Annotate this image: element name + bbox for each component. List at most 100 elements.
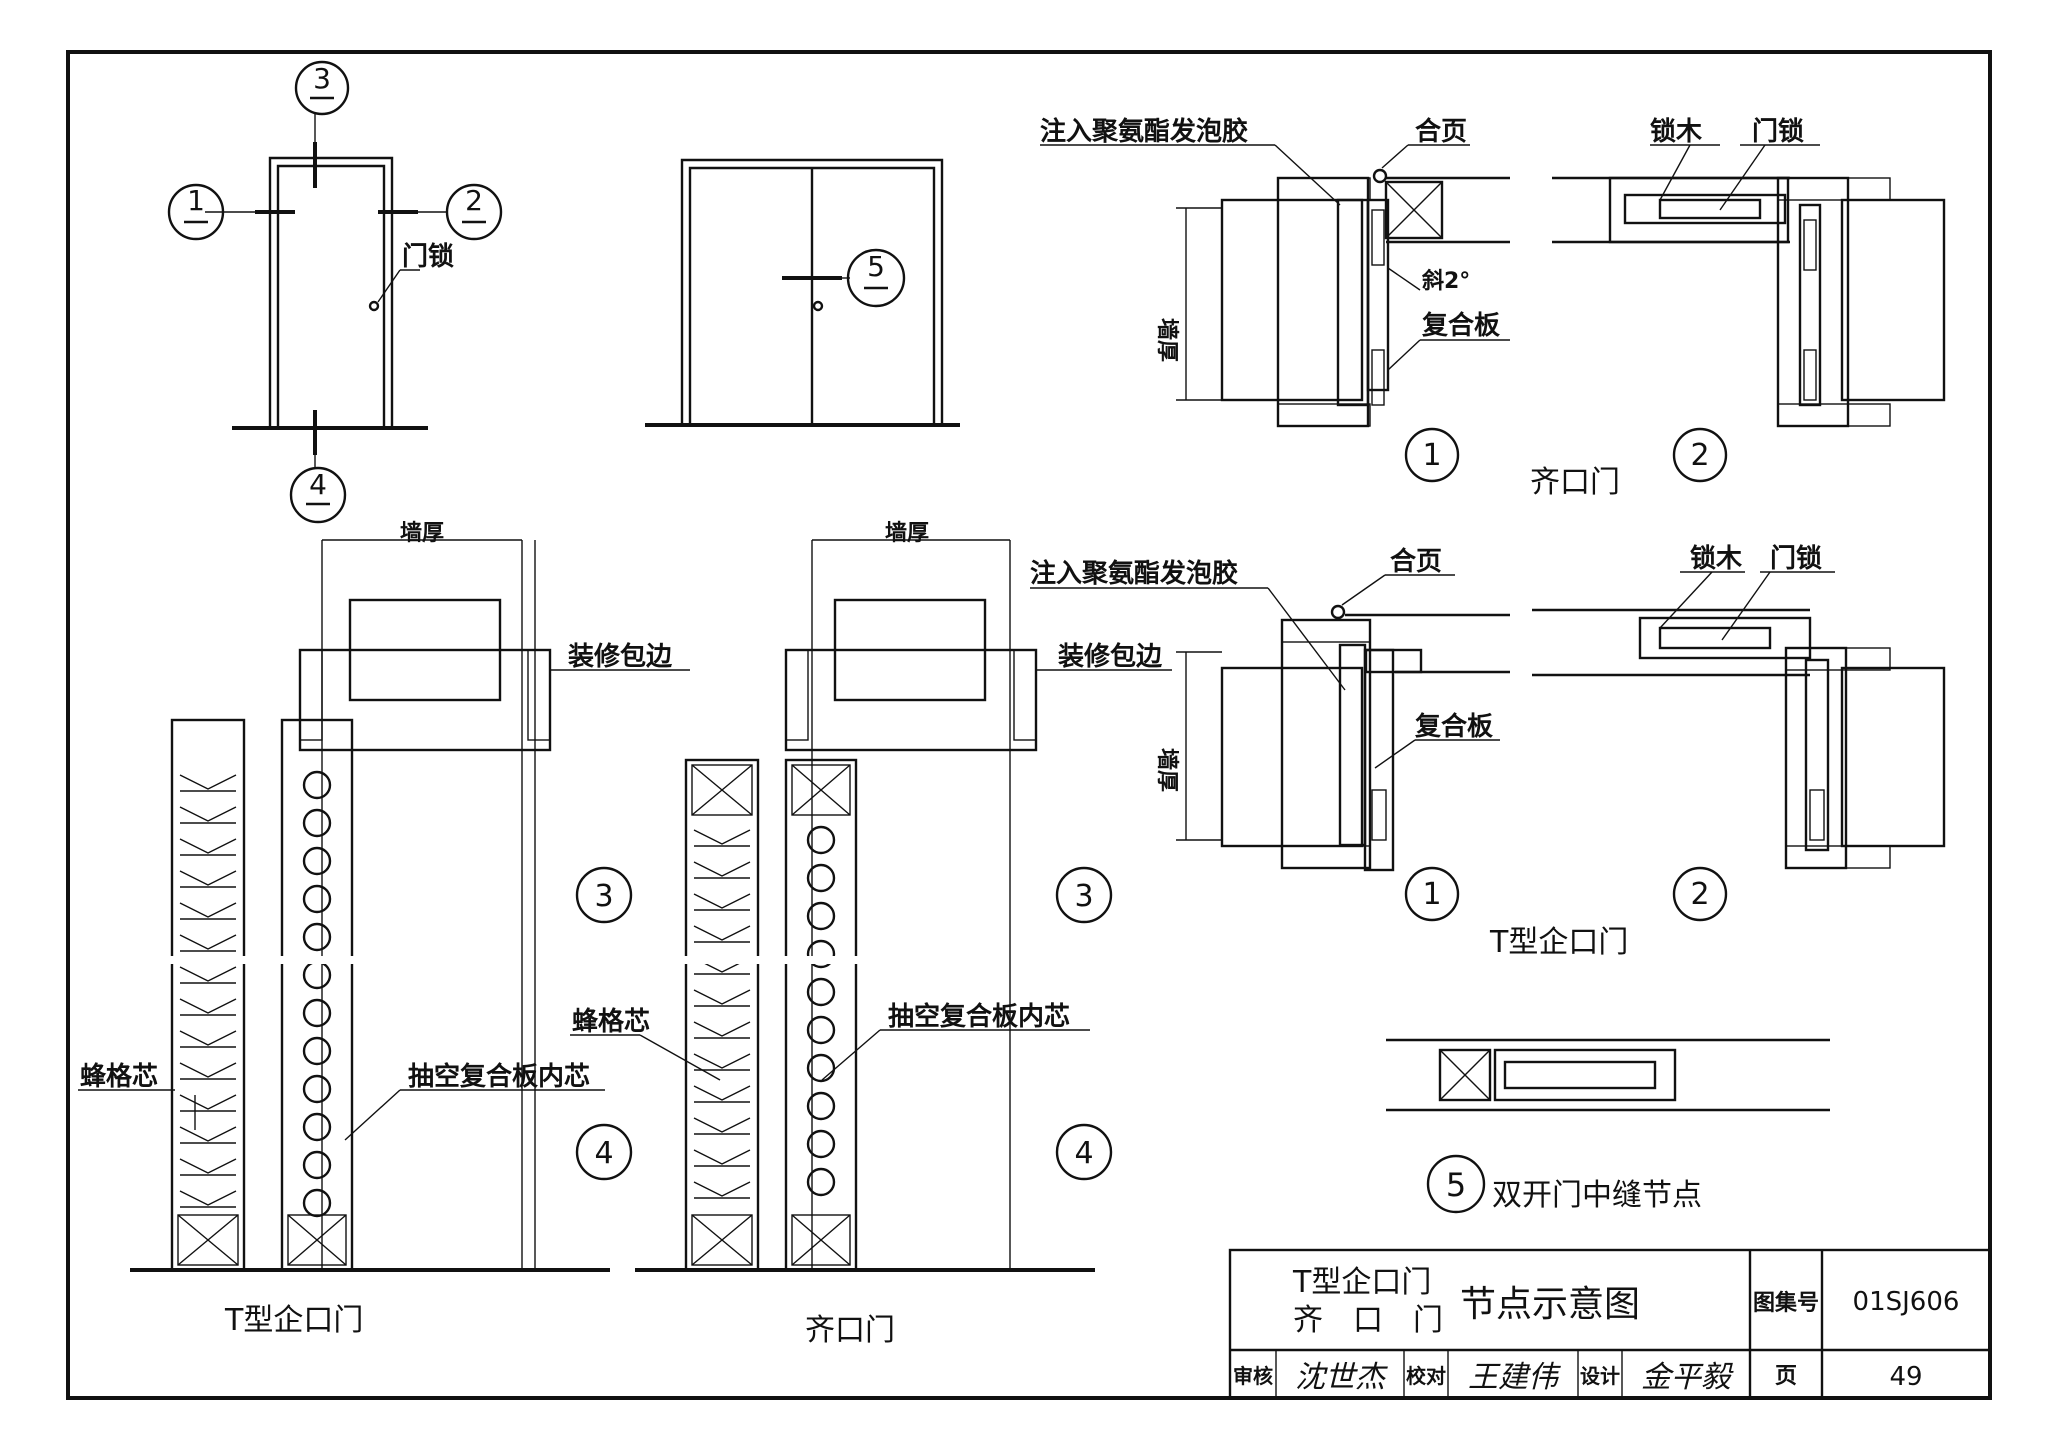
hinge-label: 合页 (1415, 116, 1467, 147)
hollow-core-circle (806, 1091, 836, 1121)
honeycomb-cell (693, 893, 751, 909)
end-block-cross (791, 764, 851, 816)
end-block-cross (691, 1214, 753, 1266)
hollow-core-circle (302, 884, 332, 914)
end-block (177, 1214, 239, 1266)
svg-text:4: 4 (594, 1136, 613, 1171)
door-lock-label-2: 门锁 (1752, 116, 1804, 147)
honeycomb-cell (179, 1158, 237, 1174)
title-line-1: T型企口门 (1292, 1265, 1431, 1300)
title-suffix: 节点示意图 (1460, 1284, 1640, 1325)
flush-door-caption: 齐口门 (1530, 465, 1620, 500)
wall-thickness-label: 墙厚 (1154, 318, 1179, 362)
svg-text:3: 3 (1074, 879, 1093, 914)
honeycomb-cell (179, 1062, 237, 1078)
hollow-core-circle (806, 1129, 836, 1159)
hollow-core-circle (806, 1015, 836, 1045)
honeycomb-cell (179, 902, 237, 918)
honeycomb-label-right: 蜂格芯 (572, 1006, 650, 1037)
honeycomb-cell (693, 1021, 751, 1037)
double-door-joint-detail: 5 双开门中缝节点 (1386, 1038, 1830, 1214)
t-rebate-detail-markers: 1 2 T型企口门 (1404, 866, 1728, 960)
hollow-core-circle (806, 863, 836, 893)
section-marker-5: 5 (846, 248, 906, 308)
svg-text:2: 2 (1690, 438, 1709, 473)
svg-text:锁木: 锁木 (1690, 543, 1742, 574)
honeycomb-cell (179, 1190, 237, 1206)
svg-text:1: 1 (1422, 877, 1441, 912)
t-rebate-caption-top: T型企口门 (1489, 925, 1628, 960)
svg-text:4: 4 (309, 468, 327, 501)
designer-signature: 金平毅 (1641, 1360, 1734, 1395)
page-label: 页 (1775, 1364, 1797, 1389)
end-block (791, 764, 851, 816)
hollow-core-circle (302, 922, 332, 952)
trim-label: 装修包边 (568, 641, 673, 672)
end-block-cross (177, 1214, 239, 1266)
end-block-cross (287, 1214, 347, 1266)
section-marker-3-top: 3 (294, 60, 350, 116)
flush-head-section: 墙厚 装修包边 3 4 蜂格芯 抽空复合板内芯 齐口门 (570, 521, 1172, 1348)
hollow-core-label-right: 抽空复合板内芯 (888, 1001, 1070, 1032)
honeycomb-cell (693, 1053, 751, 1069)
svg-text:5: 5 (867, 250, 885, 283)
flush-caption-bottom: 齐口门 (805, 1313, 895, 1348)
hollow-core-label-left: 抽空复合板内芯 (408, 1061, 590, 1092)
honeycomb-cell (179, 838, 237, 854)
foam-label: 注入聚氨酯发泡胶 (1040, 116, 1248, 147)
honeycomb-cell (179, 934, 237, 950)
end-block-cross (691, 764, 753, 816)
hollow-core-circle (806, 977, 836, 1007)
hollow-core-circle (302, 998, 332, 1028)
end-block (691, 764, 753, 816)
svg-text:墙厚: 墙厚 (885, 521, 929, 546)
honeycomb-cell (693, 1181, 751, 1197)
honeycomb-cell (179, 1030, 237, 1046)
honeycomb-cell (693, 829, 751, 845)
honeycomb-cell (693, 861, 751, 877)
slope-label: 斜2° (1421, 268, 1470, 294)
door-lock-label: 门锁 (402, 241, 454, 272)
hollow-core-circle (806, 1053, 836, 1083)
honeycomb-cell (179, 998, 237, 1014)
title-line-2: 齐 口 门 (1293, 1303, 1443, 1338)
t-rebate-detail-1: 墙厚 注入聚氨酯发泡胶 合页 复合板 (1030, 546, 1510, 872)
section-marker-4-bottom: 4 (289, 466, 347, 524)
svg-text:墙厚: 墙厚 (400, 521, 444, 546)
honeycomb-cell (693, 989, 751, 1005)
t-rebate-head-section: 墙厚 装修包边 3 4 蜂格芯 抽空复合板内芯 T型企口门 (78, 521, 690, 1338)
flush-detail-markers: 1 2 齐口门 (1404, 427, 1728, 500)
hollow-core-circle (302, 1150, 332, 1180)
hollow-core-circle (806, 1167, 836, 1197)
atlas-number: 01SJ606 (1853, 1287, 1960, 1317)
flush-door-detail-2: 锁木 门锁 (1552, 116, 1946, 428)
reviewer-signature: 沈世杰 (1295, 1360, 1388, 1395)
honeycomb-cell (179, 1126, 237, 1142)
trim-label-2: 装修包边 (1058, 641, 1163, 672)
hollow-core-circle (302, 1112, 332, 1142)
end-block-cross (791, 1214, 851, 1266)
composite-board-label: 复合板 (1422, 310, 1500, 341)
honeycomb-cell (179, 966, 237, 982)
honeycomb-cell (693, 1149, 751, 1165)
hollow-core-circle (806, 901, 836, 931)
end-block (691, 1214, 753, 1266)
double-door-joint-caption: 双开门中缝节点 (1492, 1178, 1702, 1213)
section-marker-1: 1 (167, 183, 225, 241)
flush-door-detail-1: 墙厚 注入聚氨酯发泡胶 合页 斜2° 复合板 (1040, 116, 1510, 428)
honeycomb-cell (179, 806, 237, 822)
svg-text:墙厚: 墙厚 (1154, 748, 1179, 792)
hollow-core-circle (302, 808, 332, 838)
honeycomb-cell (693, 1117, 751, 1133)
svg-text:合页: 合页 (1390, 546, 1442, 577)
t-rebate-caption-bottom: T型企口门 (224, 1303, 363, 1338)
page-number: 49 (1889, 1362, 1922, 1392)
svg-text:5: 5 (1446, 1166, 1466, 1204)
honeycomb-label-left: 蜂格芯 (80, 1061, 158, 1092)
hollow-core-circle (302, 846, 332, 876)
svg-text:4: 4 (1074, 1136, 1093, 1171)
section-marker-2: 2 (445, 183, 503, 241)
hollow-core-circle (302, 1074, 332, 1104)
honeycomb-cell (179, 1094, 237, 1110)
hollow-core-circle (302, 1036, 332, 1066)
